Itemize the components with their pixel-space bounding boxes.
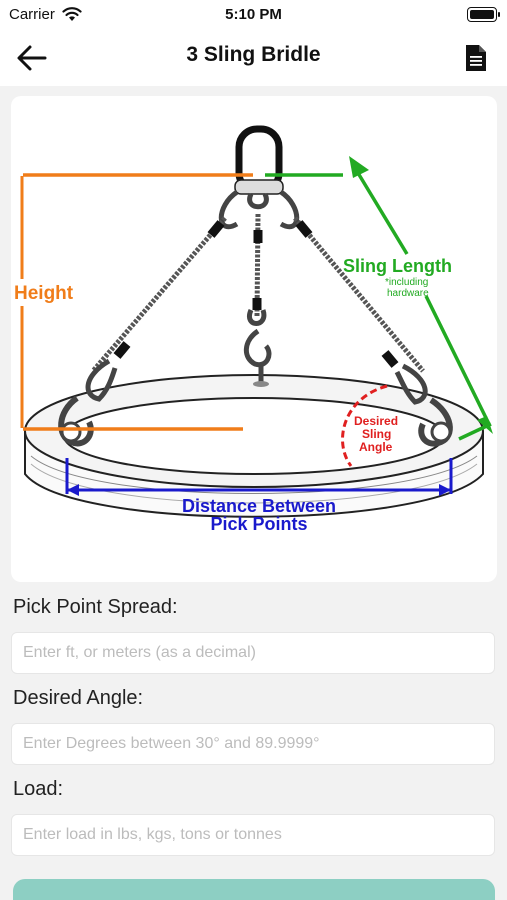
height-label: Height [14,283,74,304]
distance-label-line1: Distance Between [182,496,336,516]
document-button[interactable] [461,40,491,76]
angle-label-line2: Sling [362,427,391,441]
desired-angle-input[interactable] [11,723,495,765]
angle-label-line1: Desired [354,414,398,428]
sling-bridle-diagram: Height Sling Length *including hardware … [14,125,493,534]
load-input[interactable] [11,814,495,856]
bridle-diagram-card: Height Sling Length *including hardware … [11,96,497,582]
pick-point-spread-input[interactable] [11,632,495,674]
back-button[interactable] [14,40,50,76]
arrow-left-icon [17,45,47,71]
status-time: 5:10 PM [225,6,282,23]
status-bar: Carrier 5:10 PM [0,0,507,30]
angle-arc [341,384,388,467]
sling-length-note-line2: hardware [387,288,429,299]
sling-leg-right [293,216,425,373]
sling-length-label: Sling Length [343,256,452,276]
distance-label-line2: Pick Points [210,514,307,534]
calculate-button[interactable] [13,879,495,900]
sling-length-note-line1: *including [385,277,428,288]
document-icon [466,45,486,71]
page-title: 3 Sling Bridle [186,43,321,66]
angle-label: Desired Angle: [13,687,144,709]
battery-icon [467,7,500,22]
sling-leg-center [254,213,261,317]
hook-center [243,328,272,368]
sling-leg-left [91,216,227,373]
wifi-icon [62,7,82,21]
load-label: Load: [13,778,64,800]
angle-label-line3: Angle [359,440,393,454]
nav-bar: 3 Sling Bridle [0,30,507,86]
carrier-label: Carrier [9,6,55,23]
spread-label: Pick Point Spread: [13,596,178,618]
